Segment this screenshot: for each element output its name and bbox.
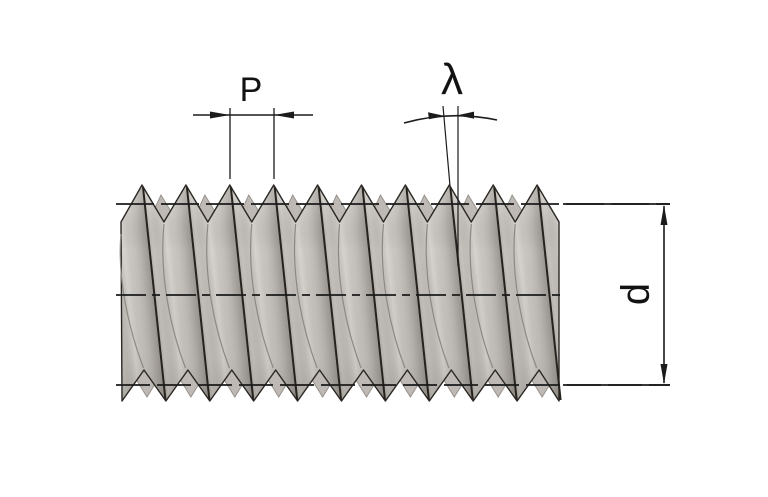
lead-angle-dimension — [403, 105, 498, 266]
thread-body — [120, 184, 560, 402]
thread-flank-lines — [119, 223, 538, 369]
diameter-dimension — [563, 203, 670, 386]
lead-angle-label: λ — [441, 55, 463, 104]
pitch-dimension — [193, 108, 313, 179]
thread-crest-lines — [142, 186, 562, 401]
pitch-label: P — [239, 71, 263, 109]
diameter-label: d — [614, 282, 658, 306]
